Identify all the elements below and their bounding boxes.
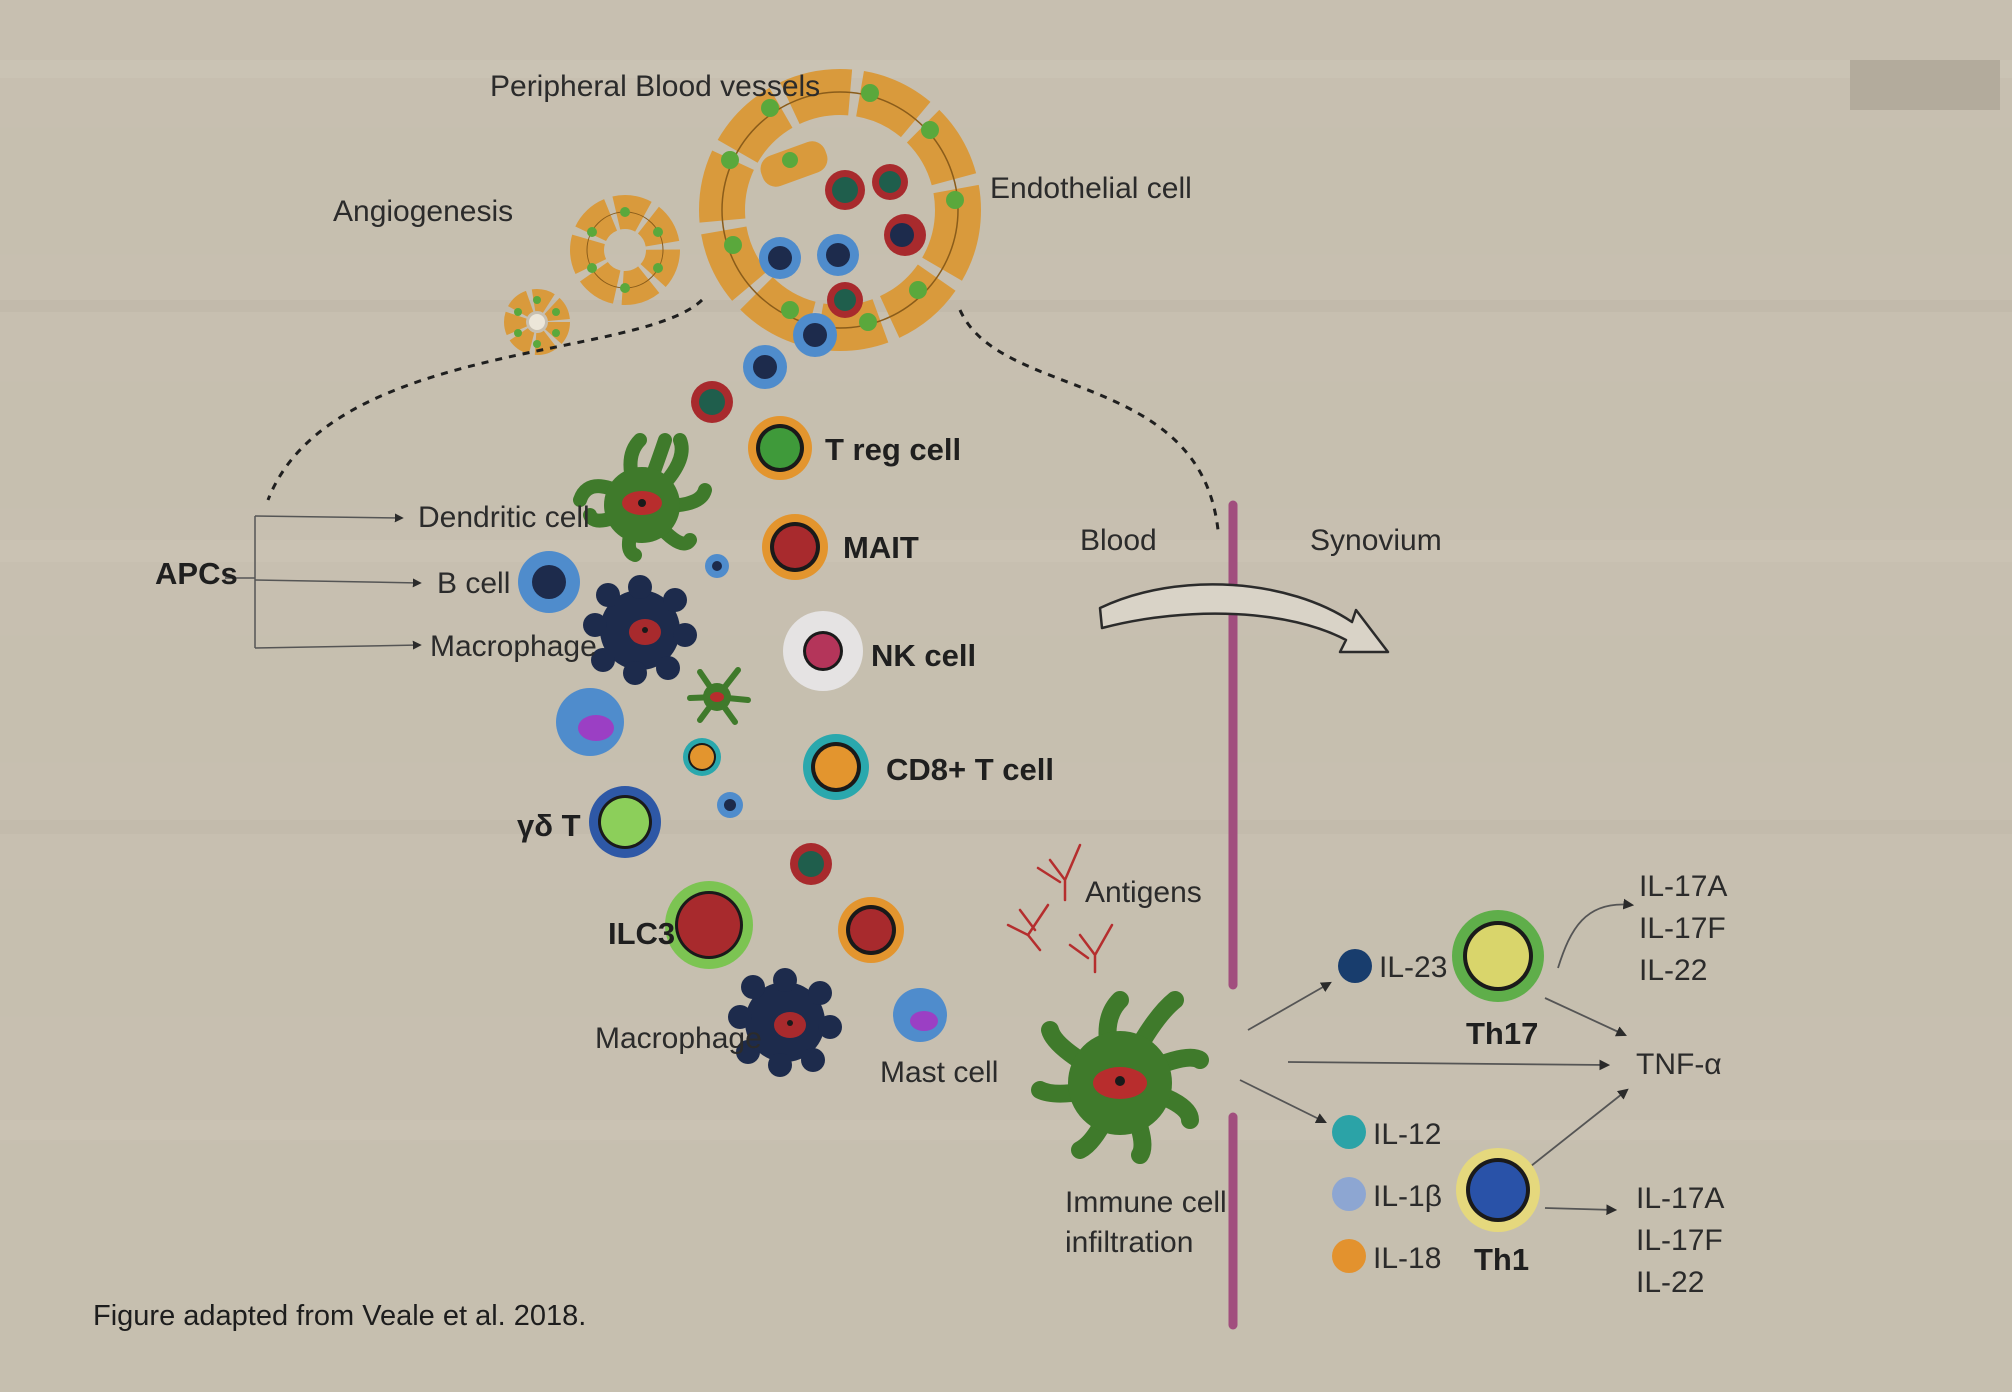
dendritic-cell-apc	[573, 433, 712, 562]
small-red-cell	[790, 843, 832, 885]
treg-cell	[748, 416, 812, 480]
vessel-blue-cell	[817, 234, 859, 276]
mast-cell-label: Mast cell	[880, 1056, 998, 1089]
endothelial-cell-label: Endothelial cell	[990, 172, 1192, 205]
signaling-arrows	[1239, 898, 1635, 1216]
tnf-alpha-label: TNF-α	[1636, 1048, 1722, 1081]
small-blue-cell	[717, 792, 743, 818]
il23-label: IL-23	[1379, 951, 1447, 984]
macrophage-apc-label: Macrophage	[430, 630, 597, 663]
dashed-boundary-left	[266, 298, 704, 501]
immune-infiltration-label-1: Immune cell	[1065, 1186, 1227, 1219]
angiogenesis-label: Angiogenesis	[333, 195, 513, 228]
mast-cell-upper	[556, 688, 624, 756]
synovium-label: Synovium	[1310, 524, 1442, 557]
th1-output-il22: IL-22	[1636, 1266, 1704, 1299]
il18-label: IL-18	[1373, 1242, 1441, 1275]
vessel-red-cell	[884, 214, 926, 256]
emerging-blue-cell	[793, 313, 837, 357]
small-orange-cell	[683, 738, 721, 776]
angiogenesis-cluster-small	[504, 289, 570, 355]
il1b-dot	[1332, 1177, 1366, 1211]
macrophage-label: Macrophage	[595, 1022, 762, 1055]
mait-cell	[762, 514, 828, 580]
dashed-boundary-right	[958, 309, 1220, 531]
vessel-red-cell	[827, 282, 863, 318]
apcs-label: APCs	[155, 556, 238, 591]
b-cell-label: B cell	[437, 567, 510, 600]
immune-infiltration-label-2: infiltration	[1065, 1226, 1193, 1259]
il18-dot	[1332, 1239, 1366, 1273]
vessel-blue-cell	[759, 237, 801, 279]
gamma-delta-t-cell	[589, 786, 661, 858]
il1b-label: IL-1β	[1373, 1180, 1442, 1213]
il12-label: IL-12	[1373, 1118, 1441, 1151]
cd8-t-cell	[803, 734, 869, 800]
th1-output-il17a: IL-17A	[1636, 1182, 1724, 1215]
th1-cell	[1456, 1148, 1540, 1232]
macrophage-apc	[583, 575, 697, 685]
th17-output-il17a: IL-17A	[1639, 870, 1727, 903]
th1-label: Th1	[1474, 1242, 1529, 1277]
macrophage-lower	[728, 968, 842, 1077]
figure-credit: Figure adapted from Veale et al. 2018.	[93, 1300, 586, 1332]
emerging-red-cell	[691, 381, 733, 423]
th17-output-il22: IL-22	[1639, 954, 1707, 987]
synovium-dendritic-cell	[1031, 991, 1209, 1164]
antigens-label: Antigens	[1085, 876, 1202, 909]
angiogenesis-cluster-large	[570, 195, 680, 305]
mast-cell-lower	[893, 988, 947, 1042]
mait-label: MAIT	[843, 530, 919, 565]
vessel-red-cell	[825, 170, 865, 210]
antigens-icon	[1006, 843, 1114, 974]
il12-dot	[1332, 1115, 1366, 1149]
ilc3-label: ILC3	[608, 916, 675, 951]
nk-cell	[783, 611, 863, 691]
th17-cell	[1452, 910, 1544, 1002]
nk-cell-label: NK cell	[871, 638, 976, 673]
il23-dot	[1338, 949, 1372, 983]
b-cell	[518, 551, 580, 613]
gamma-delta-t-label: γδ T	[517, 808, 581, 843]
apc-bracket	[225, 513, 422, 650]
small-blue-cell	[705, 554, 729, 578]
vessel-red-cell	[872, 164, 908, 200]
peripheral-vessels-label: Peripheral Blood vessels	[490, 70, 820, 103]
migration-arrow	[1098, 583, 1390, 654]
ilc3-cell	[665, 881, 753, 969]
emerging-blue-cell	[743, 345, 787, 389]
th1-output-il17f: IL-17F	[1636, 1224, 1723, 1257]
cd8-t-cell-label: CD8+ T cell	[886, 752, 1054, 787]
orange-red-cell	[838, 897, 904, 963]
blood-label: Blood	[1080, 524, 1157, 557]
dendritic-cell-label: Dendritic cell	[418, 501, 590, 534]
th17-label: Th17	[1466, 1016, 1538, 1051]
endothelial-nuclei	[721, 84, 964, 331]
th17-output-il17f: IL-17F	[1639, 912, 1726, 945]
small-dendritic-cell	[687, 667, 751, 725]
treg-cell-label: T reg cell	[825, 432, 961, 467]
blood-vessel	[699, 69, 981, 351]
